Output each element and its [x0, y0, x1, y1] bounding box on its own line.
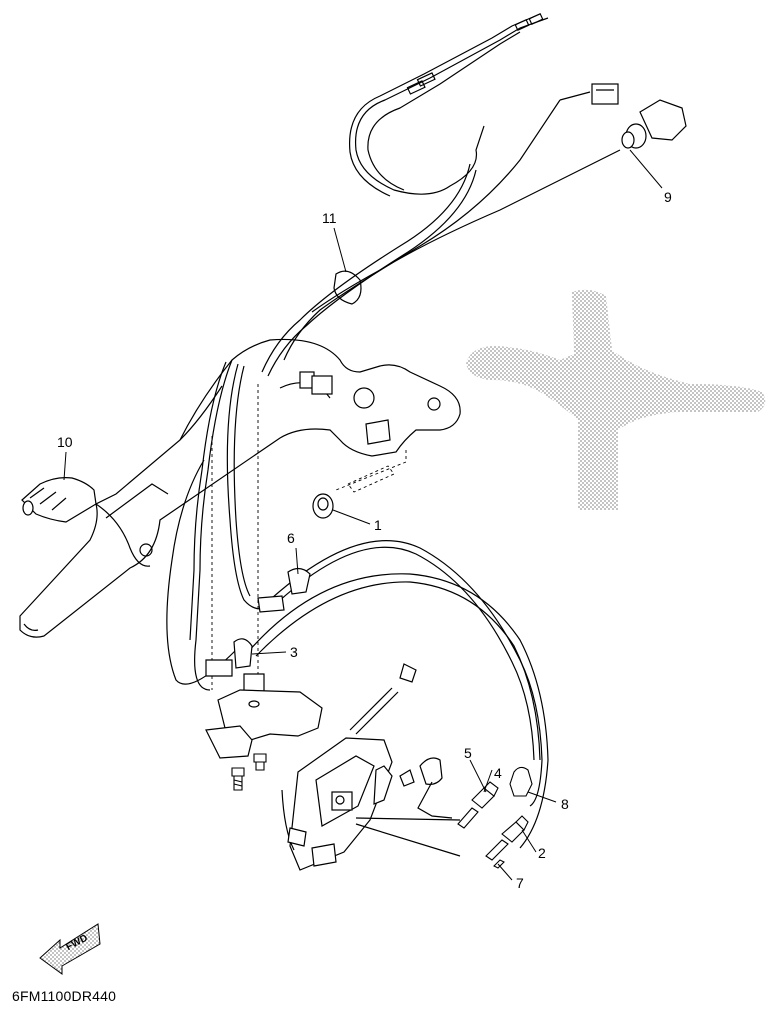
mount-bracket: [205, 673, 323, 759]
shift-assembly: [281, 663, 461, 871]
callout-4: 4: [494, 765, 502, 781]
cable-end-5: [457, 781, 499, 829]
control-cables: [261, 12, 621, 377]
callout-9: 9: [664, 189, 672, 205]
harness-connector: [299, 371, 333, 395]
callout-2: 2: [538, 845, 546, 861]
grip-10: [21, 477, 97, 523]
connector-9: [591, 83, 687, 149]
callout-1: 1: [374, 517, 382, 533]
diagram-code: 6FM1100DR440: [12, 988, 117, 1004]
callout-8: 8: [561, 796, 569, 812]
callout-10: 10: [57, 434, 73, 450]
grommet-1: [312, 493, 334, 519]
callout-5: 5: [464, 745, 472, 761]
leader-lines: [63, 149, 663, 881]
screws: [231, 753, 267, 791]
callout-11: 11: [322, 210, 337, 226]
cable-end-2: [485, 815, 529, 869]
forward-arrow-icon: FWD: [39, 923, 101, 975]
clamp-3: [205, 638, 253, 677]
clamp-6: [257, 567, 311, 613]
ghost-steering-bracket: [466, 289, 766, 510]
tie-band-11: [333, 270, 362, 305]
callout-3: 3: [290, 644, 298, 660]
callout-7: 7: [516, 875, 524, 891]
guide-lines: [211, 384, 407, 706]
wire-harness-loop: [166, 359, 549, 849]
callout-6: 6: [287, 530, 295, 546]
clip-8: [509, 766, 533, 797]
